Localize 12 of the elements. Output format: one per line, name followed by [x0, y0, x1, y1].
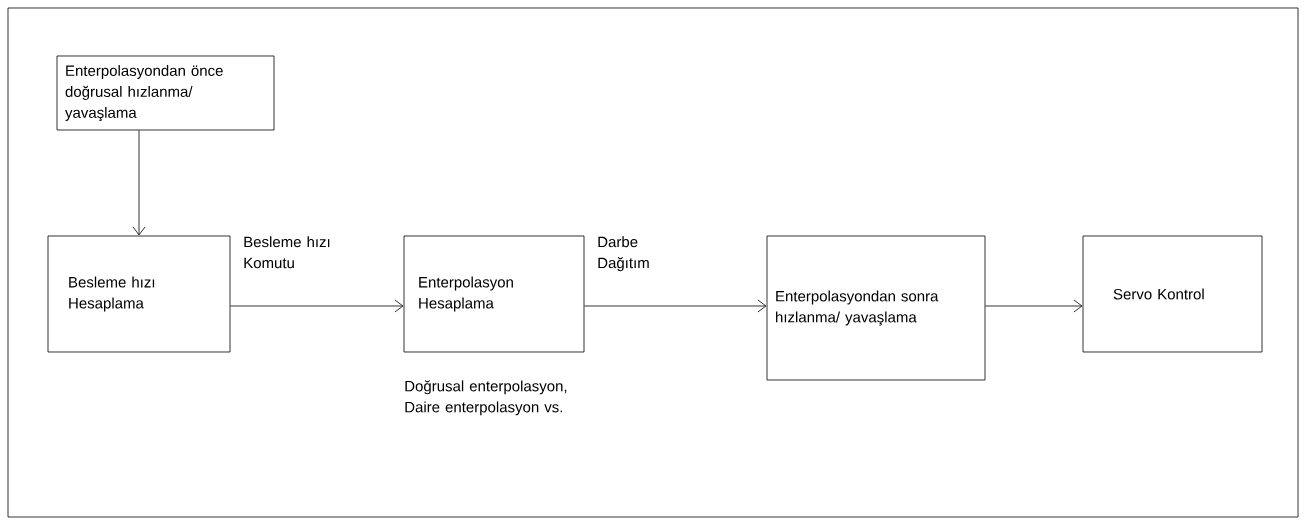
- arrow: [985, 299, 1083, 313]
- process-box: Besleme hızı Hesaplama: [47, 235, 231, 353]
- note-text: Doğrusal enterpolasyon, Daire enterpolasyon vs.: [405, 380, 567, 416]
- process-box: Servo Kontrol: [1082, 235, 1263, 353]
- arrow: [230, 299, 404, 313]
- edge-label: Darbe Dağıtım: [598, 236, 649, 272]
- arrow: [132, 130, 146, 236]
- edge-label: Besleme hızı Komutu: [244, 236, 330, 269]
- arrow: [584, 299, 767, 313]
- process-box: Enterpolasyondan sonra hızlanma/ yavaşlama: [766, 235, 986, 381]
- process-box: Enterpolasyon Hesaplama: [403, 235, 585, 353]
- process-box: Enterpolasyondan önce doğrusal hızlanma/ yavaşlama: [56, 55, 275, 131]
